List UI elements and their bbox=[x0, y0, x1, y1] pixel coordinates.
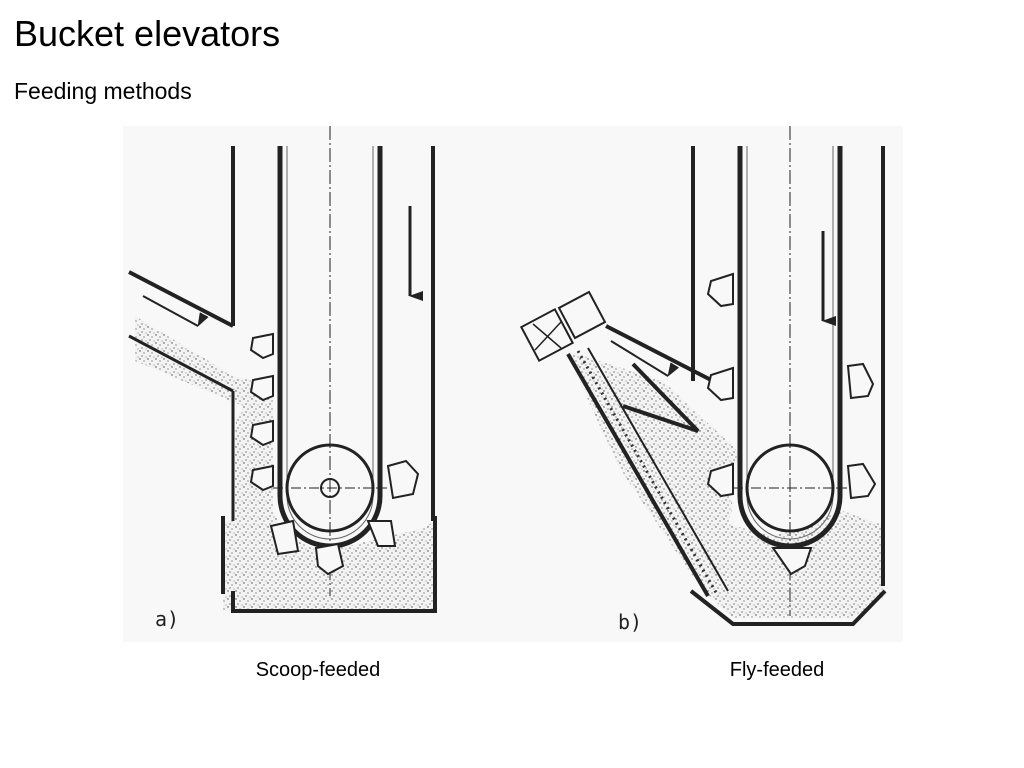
feeder-box bbox=[519, 290, 607, 363]
slide-title: Bucket elevators bbox=[14, 13, 281, 54]
bucket-a1 bbox=[249, 332, 274, 360]
bulk-material-a bbox=[135, 316, 435, 611]
screw-conveyor bbox=[566, 352, 710, 598]
boot-a bbox=[221, 516, 437, 613]
panel-b-fly-feeded: b) bbox=[519, 126, 887, 634]
panel-label-b: b) bbox=[618, 610, 642, 634]
caption-fly-feeded: Fly-feeded bbox=[729, 659, 825, 681]
feeding-methods-diagram: a) bbox=[123, 126, 903, 642]
caption-scoop-feeded: Scoop-feeded bbox=[255, 659, 381, 681]
feed-arrow-b bbox=[610, 340, 680, 377]
feed-chute-a bbox=[128, 270, 234, 328]
feed-chute-b bbox=[605, 324, 714, 383]
slide-subtitle: Feeding methods bbox=[14, 78, 192, 104]
feed-arrow-a bbox=[142, 295, 209, 327]
panel-a-scoop-feeded: a) bbox=[128, 126, 437, 631]
bucket-b1 bbox=[706, 272, 734, 308]
panel-label-a: a) bbox=[155, 607, 179, 631]
boot-b bbox=[689, 589, 887, 626]
